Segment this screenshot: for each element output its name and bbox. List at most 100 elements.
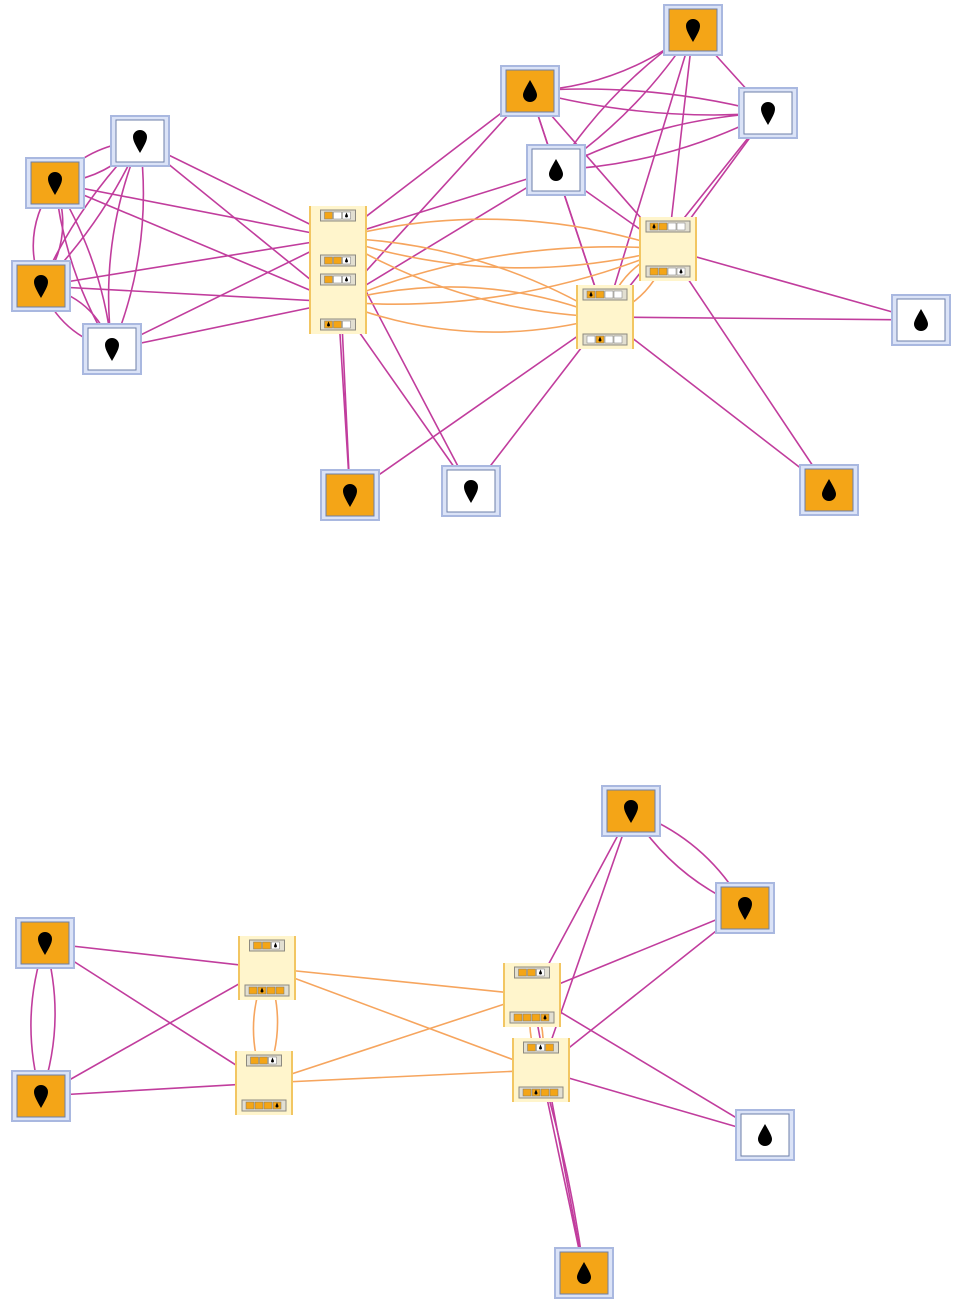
edge-t11-th3 bbox=[604, 316, 922, 321]
slot-cell bbox=[527, 1043, 536, 1052]
edge-t3-th2 bbox=[40, 285, 339, 303]
edge-t7-t6 bbox=[529, 90, 769, 116]
slot-cell bbox=[324, 275, 333, 284]
edge-t4-th2 bbox=[111, 301, 339, 350]
edge-t5-th4 bbox=[667, 29, 694, 250]
slot-cell bbox=[649, 267, 659, 276]
mini-drop-icon bbox=[345, 276, 348, 282]
edge-t11-th4 bbox=[667, 248, 922, 321]
mini-drop-icon bbox=[345, 257, 348, 263]
mini-drop-icon bbox=[679, 268, 683, 274]
teardrop-icon bbox=[523, 80, 537, 102]
node-b3[interactable] bbox=[601, 785, 661, 837]
node-t12[interactable] bbox=[799, 464, 859, 516]
slot-cell bbox=[531, 1013, 541, 1022]
slot-cell bbox=[595, 290, 605, 299]
edge-t8-th1 bbox=[337, 169, 557, 239]
teardrop-icon bbox=[577, 1262, 591, 1284]
node-b2[interactable] bbox=[11, 1070, 71, 1122]
mini-drop-icon bbox=[539, 1044, 542, 1050]
slot-cell bbox=[545, 1043, 554, 1052]
edge-t7-t6 bbox=[529, 88, 769, 114]
node-t10[interactable] bbox=[441, 465, 501, 517]
edge-b1-bh1 bbox=[44, 942, 268, 969]
slot-cell bbox=[667, 267, 677, 276]
node-t3[interactable] bbox=[11, 260, 71, 312]
hub-bh2[interactable] bbox=[235, 1051, 293, 1115]
node-t4[interactable] bbox=[82, 323, 142, 375]
edge-t8-t6 bbox=[555, 112, 769, 171]
teardrop-icon bbox=[38, 932, 52, 955]
edge-t9-th2 bbox=[337, 301, 351, 496]
slot-cell bbox=[604, 335, 614, 344]
slot-cell bbox=[658, 267, 668, 276]
edge-b5-bh4 bbox=[540, 1069, 766, 1136]
edge-t9-th3 bbox=[349, 316, 606, 496]
hub-link-bh2-bh4 bbox=[263, 1069, 542, 1084]
slot-cell bbox=[613, 290, 623, 299]
slot-cell bbox=[324, 211, 333, 220]
node-b6[interactable] bbox=[554, 1247, 614, 1299]
node-t1[interactable] bbox=[25, 157, 85, 209]
edge-t8-th2 bbox=[337, 169, 557, 303]
slot-cell bbox=[262, 941, 271, 950]
mini-drop-icon bbox=[543, 1014, 547, 1020]
node-t9[interactable] bbox=[320, 469, 380, 521]
slot-cell bbox=[518, 968, 527, 977]
edge-t6-th3 bbox=[604, 112, 769, 318]
hub-link-th1-th3 bbox=[337, 237, 606, 318]
slot-cell bbox=[333, 211, 342, 220]
slot-cell bbox=[676, 222, 686, 231]
node-b1[interactable] bbox=[15, 917, 75, 969]
slot-cell bbox=[333, 256, 342, 265]
node-t8[interactable] bbox=[526, 144, 586, 196]
edge-t4-th1 bbox=[111, 237, 339, 350]
edge-t8-t6 bbox=[555, 112, 769, 171]
hub-link-th2-th4 bbox=[337, 246, 669, 303]
mini-drop-icon bbox=[534, 1089, 538, 1095]
node-face bbox=[30, 161, 80, 205]
slot-cell bbox=[342, 320, 351, 329]
hub-bh4[interactable] bbox=[512, 1038, 570, 1102]
edge-t1-th1 bbox=[54, 182, 339, 239]
slot-cell bbox=[324, 256, 333, 265]
slot-cell bbox=[333, 320, 342, 329]
hub-th2[interactable] bbox=[309, 270, 367, 334]
teardrop-icon bbox=[343, 484, 357, 507]
slot-cell bbox=[333, 275, 342, 284]
node-t2[interactable] bbox=[110, 115, 170, 167]
edge-t2-th2 bbox=[139, 140, 339, 303]
node-b5[interactable] bbox=[735, 1109, 795, 1161]
mini-drop-icon bbox=[271, 1057, 274, 1063]
hub-bh3[interactable] bbox=[503, 963, 561, 1027]
mini-drop-icon bbox=[598, 336, 602, 342]
hub-th1[interactable] bbox=[309, 206, 367, 270]
edge-b1-bh2 bbox=[44, 942, 265, 1084]
node-t6[interactable] bbox=[738, 87, 798, 139]
edge-b6-bh4 bbox=[540, 1069, 585, 1274]
edge-t7-th3 bbox=[529, 90, 606, 318]
hub-bh1[interactable] bbox=[238, 936, 296, 1000]
node-t7[interactable] bbox=[500, 65, 560, 117]
slot-cell bbox=[266, 986, 276, 995]
hub-th4[interactable] bbox=[639, 217, 697, 281]
teardrop-icon bbox=[34, 1085, 48, 1108]
teardrop-icon bbox=[105, 338, 119, 361]
node-b4[interactable] bbox=[715, 882, 775, 934]
slot-cell bbox=[527, 968, 536, 977]
node-t11[interactable] bbox=[891, 294, 951, 346]
slot-cell bbox=[245, 1101, 255, 1110]
hub-link-th1-th4 bbox=[337, 218, 669, 250]
edge-b4-bh4 bbox=[540, 907, 746, 1071]
slot-cell bbox=[253, 941, 262, 950]
edge-t1-th2 bbox=[54, 182, 339, 303]
edge-b5-bh3 bbox=[531, 994, 766, 1136]
node-t5[interactable] bbox=[663, 4, 723, 56]
teardrop-icon bbox=[133, 130, 147, 153]
slot-cell bbox=[549, 1088, 559, 1097]
teardrop-icon bbox=[914, 309, 928, 331]
hub-th3[interactable] bbox=[576, 285, 634, 349]
slot-cell bbox=[604, 290, 614, 299]
hub-link-bh2-bh3 bbox=[263, 994, 533, 1084]
edge-b4-bh3 bbox=[531, 907, 746, 996]
